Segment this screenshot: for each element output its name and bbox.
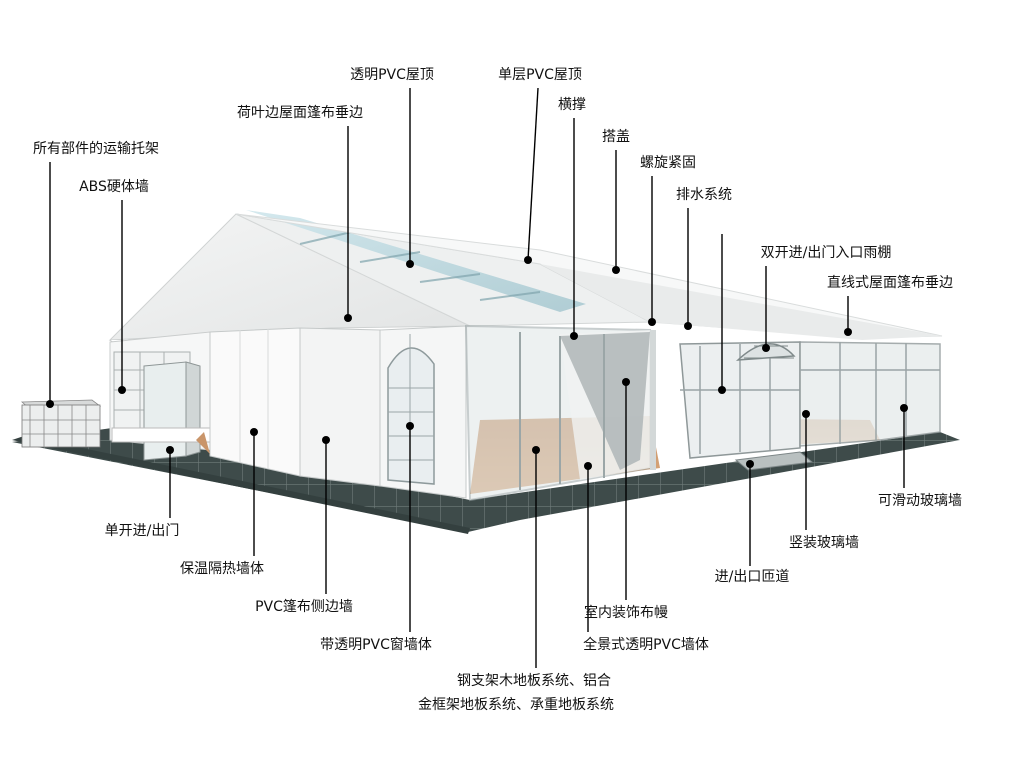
label-vertical-glass-wall: 竖装玻璃墙 xyxy=(789,535,859,551)
label-single-pvc-roof: 单层PVC屋顶 xyxy=(498,67,582,83)
leader-dot-pvc-side-wall xyxy=(322,436,330,444)
insulated-wall xyxy=(209,327,301,477)
leader-dot-interior-drape xyxy=(622,378,630,386)
label-straight-valance: 直线式屋面篷布垂边 xyxy=(827,275,953,291)
label-cover: 搭盖 xyxy=(602,129,630,145)
leader-dot-straight-valance xyxy=(844,328,852,336)
label-crossbar: 横撑 xyxy=(558,97,586,113)
label-floor-systems-line1: 钢支架木地板系统、铝合 xyxy=(457,673,611,689)
leader-dot-pvc-window-wall xyxy=(406,422,414,430)
leader-dot-panoramic-pvc-wall xyxy=(584,462,592,470)
leader-dot-drainage xyxy=(684,322,692,330)
label-floor-systems-line2: 金框架地板系统、承重地板系统 xyxy=(418,697,614,713)
label-interior-drape: 室内装饰布幔 xyxy=(584,605,668,621)
floor-tiles xyxy=(12,428,960,532)
label-single-door: 单开进/出门 xyxy=(104,523,180,539)
label-transparent-pvc-roof: 透明PVC屋顶 xyxy=(350,67,434,83)
label-entrance-ramp: 进/出口匝道 xyxy=(714,569,790,585)
leader-lines xyxy=(46,87,908,668)
transparent-roof-panel xyxy=(246,210,586,312)
label-double-entrance-canopy: 双开进/出门入口雨棚 xyxy=(760,245,892,261)
leader-dot-single-door xyxy=(166,446,174,454)
leader-line-single-pvc-roof xyxy=(527,87,539,261)
leader-dot-sliding-glass xyxy=(900,404,908,412)
leader-dot-entrance-ramp xyxy=(746,460,754,468)
right-glass-wall xyxy=(799,341,941,447)
label-lotus-valance: 荷叶边屋面篷布垂边 xyxy=(237,105,363,121)
entrance-ramp xyxy=(734,451,814,471)
label-screw-fastening: 螺旋紧固 xyxy=(640,155,696,171)
transport-rack xyxy=(20,399,102,448)
leader-dot-transport-rack xyxy=(46,400,54,408)
label-transport-rack: 所有部件的运输托架 xyxy=(33,141,159,157)
single-door xyxy=(143,361,187,461)
label-pvc-window-wall: 带透明PVC窗墙体 xyxy=(320,637,432,653)
leader-dot-abs-wall xyxy=(118,386,126,394)
label-insulated-wall: 保温隔热墙体 xyxy=(180,561,264,577)
leader-dot-screw-fastening xyxy=(648,318,656,326)
leader-dot-single-pvc-roof xyxy=(524,256,532,264)
leader-dot-vertical-glass xyxy=(802,410,810,418)
leader-dot-entrance-door xyxy=(718,386,726,394)
leader-dot-lotus-valance xyxy=(344,314,352,322)
leader-dot-insulated-wall xyxy=(250,428,258,436)
label-sliding-glass-wall: 可滑动玻璃墙 xyxy=(878,493,962,509)
floor-tiles-left xyxy=(12,436,470,534)
arched-window xyxy=(387,347,435,485)
label-panoramic-pvc-wall: 全景式透明PVC墙体 xyxy=(583,637,709,653)
label-abs-wall: ABS硬体墙 xyxy=(79,179,149,195)
leader-dot-double-entrance xyxy=(762,344,770,352)
label-drainage: 排水系统 xyxy=(676,187,732,203)
leader-dot-transparent-pvc-roof xyxy=(406,260,414,268)
label-pvc-side-wall: PVC篷布侧边墙 xyxy=(255,599,353,615)
leader-dot-cover xyxy=(612,266,620,274)
pvc-side-wall xyxy=(299,327,381,487)
leader-dot-floor-systems xyxy=(532,446,540,454)
leader-dot-crossbar xyxy=(570,332,578,340)
